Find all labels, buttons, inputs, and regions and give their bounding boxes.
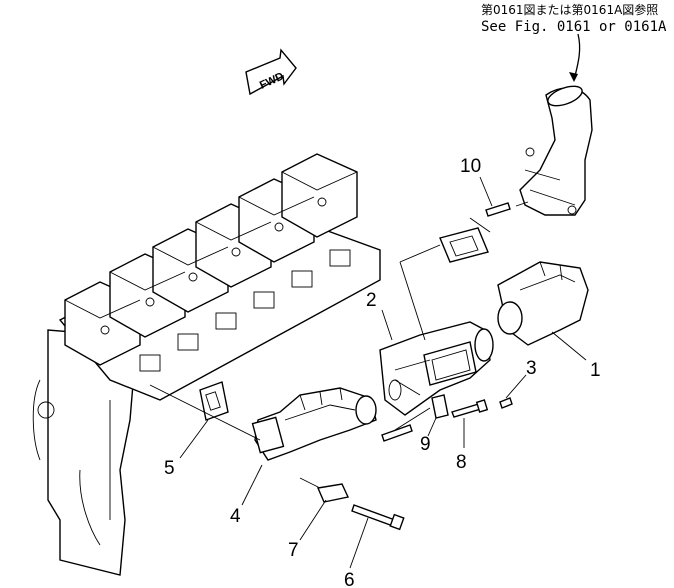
part-9-sleeve (431, 394, 449, 419)
callout-10: 10 (460, 156, 481, 177)
assembly-guide-lines (149, 201, 529, 489)
callout-leaders (179, 176, 587, 569)
upper-exhaust-pipe (519, 85, 593, 216)
reference-japanese: 第0161図または第0161A図参照 (481, 2, 658, 17)
part-3-bolt (499, 397, 513, 409)
callout-9: 9 (420, 434, 431, 455)
part-2-center-manifold (379, 321, 494, 416)
part-4-front-manifold (251, 387, 377, 461)
callout-4: 4 (230, 506, 241, 527)
part-5-gasket (199, 381, 229, 421)
part-10-stud (485, 202, 511, 217)
reference-english: See Fig. 0161 or 0161A (481, 19, 667, 35)
callout-5: 5 (164, 458, 175, 479)
fwd-direction-arrow: FWD (245, 48, 297, 96)
part-6-bolt (351, 504, 405, 531)
reference-arrowhead (569, 72, 578, 82)
part-1-rear-manifold (497, 261, 589, 346)
engine-block (32, 153, 381, 576)
part-extra-bolt (381, 424, 413, 442)
callout-6: 6 (344, 570, 355, 588)
part-7-sleeve (317, 483, 350, 503)
callout-7: 7 (288, 540, 299, 561)
callout-2: 2 (366, 290, 377, 311)
pipe-gasket (439, 227, 489, 263)
part-8-bolt (451, 399, 489, 418)
callout-1: 1 (590, 360, 601, 381)
callout-8: 8 (456, 452, 467, 473)
reference-leader (573, 33, 581, 81)
callout-3: 3 (526, 358, 537, 379)
